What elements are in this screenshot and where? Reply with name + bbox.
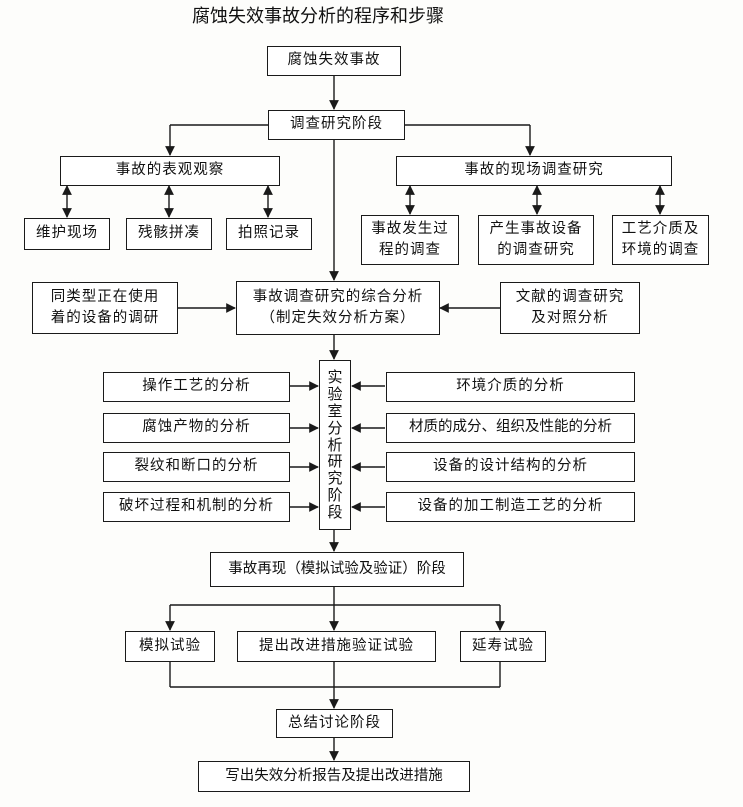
node-design-structure: 设备的设计结构的分析 (386, 452, 635, 482)
node-process-investigation: 事故发生过 程的调查 (361, 215, 459, 265)
diagram-title: 腐蚀失效事故分析的程序和步骤 (192, 6, 444, 27)
node-protect-site: 维护现场 (24, 218, 110, 250)
node-reproduction-stage: 事故再现（模拟试验及验证）阶段 (210, 552, 464, 587)
node-corrosion-products: 腐蚀产物的分析 (103, 413, 290, 443)
node-literature-research: 文献的调查研究 及对照分析 (500, 282, 640, 334)
node-debris-assembly: 残骸拼凑 (126, 218, 212, 250)
node-improvement-test: 提出改进措施验证试验 (237, 631, 436, 662)
node-summary-stage: 总结讨论阶段 (276, 709, 393, 738)
node-final-report: 写出失效分析报告及提出改进措施 (198, 761, 470, 792)
node-lab-analysis-stage: 实 验 室 分 析 研 究 阶 段 (319, 360, 351, 530)
node-simulation-test: 模拟试验 (125, 631, 215, 662)
node-manufacturing-process: 设备的加工制造工艺的分析 (386, 492, 635, 522)
node-environment-medium: 环境介质的分析 (386, 372, 635, 402)
node-similar-equipment: 同类型正在使用 着的设备的调研 (32, 282, 178, 334)
node-operation-process: 操作工艺的分析 (103, 372, 290, 402)
node-equipment-investigation: 产生事故设备 的调查研究 (478, 215, 594, 265)
node-comprehensive-analysis: 事故调查研究的综合分析 （制定失效分析方案） (236, 281, 440, 335)
node-investigation-stage: 调查研究阶段 (268, 110, 405, 140)
node-site-investigation: 事故的现场调查研究 (396, 156, 672, 186)
node-accident: 腐蚀失效事故 (267, 46, 401, 76)
node-life-extension-test: 延寿试验 (460, 631, 546, 662)
node-photo-record: 拍照记录 (226, 218, 312, 250)
node-material-properties: 材质的成分、组织及性能的分析 (386, 413, 635, 443)
node-surface-observation: 事故的表观观察 (60, 156, 280, 186)
node-failure-mechanism: 破坏过程和机制的分析 (103, 492, 290, 522)
node-crack-fracture: 裂纹和断口的分析 (103, 452, 290, 482)
node-medium-investigation: 工艺介质及 环境的调查 (612, 215, 709, 265)
